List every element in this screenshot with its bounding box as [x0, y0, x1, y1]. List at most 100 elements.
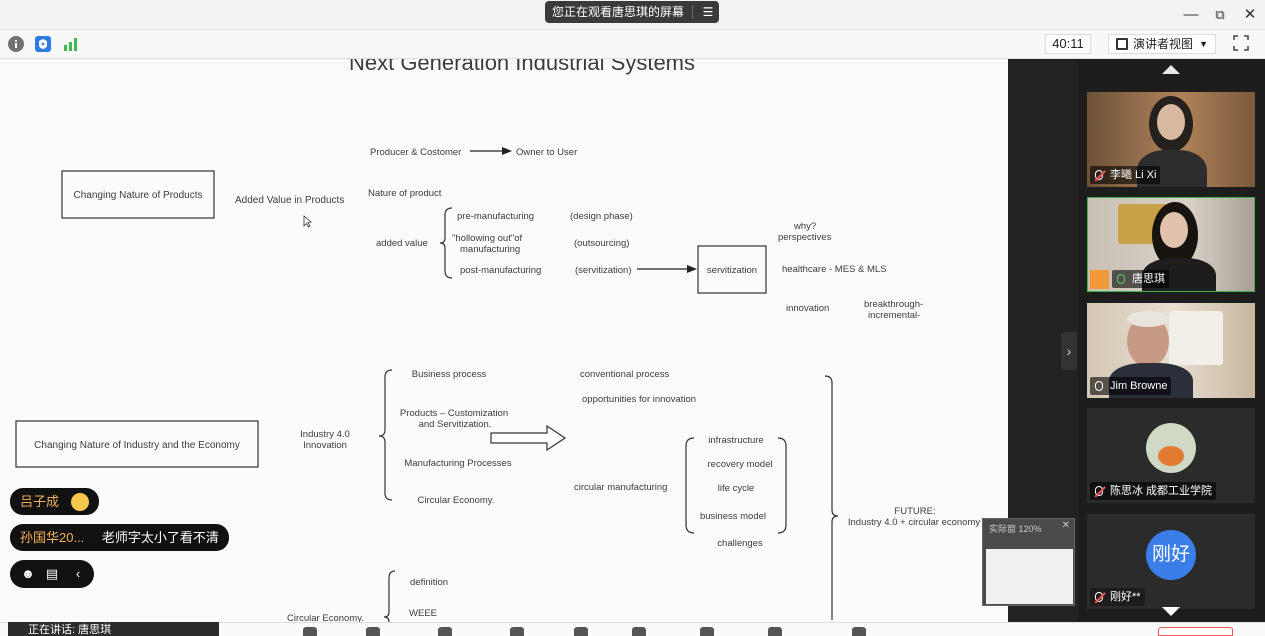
participant-name: 陈思冰 成都工业学院 [1110, 485, 1213, 497]
mic-icon [1095, 381, 1103, 391]
servitization-box [697, 245, 767, 294]
chevron-up-icon[interactable] [1162, 65, 1180, 74]
mic-icon [1117, 274, 1125, 284]
members-icon[interactable] [510, 627, 524, 636]
pre-manufacturing: pre-manufacturing [457, 211, 534, 222]
chat-icon[interactable] [632, 627, 646, 636]
mic-muted-icon [1095, 170, 1103, 180]
speaker-name: 正在讲话: 唐思琪 [28, 624, 112, 636]
bracket-right [777, 437, 787, 534]
participant-tile-3[interactable]: Jim Browne [1087, 303, 1255, 398]
brace-added-value [439, 207, 453, 279]
chevron-down-icon: ▼ [1199, 39, 1208, 49]
title-bar: 您正在观看唐思琪的屏幕 ☰ — ⧉ ✕ [0, 0, 1265, 30]
products-box [61, 170, 215, 219]
apps-icon[interactable] [700, 627, 714, 636]
face-shape [1157, 104, 1185, 140]
close-icon[interactable]: ✕ [1061, 520, 1070, 531]
screen-preview-window[interactable]: 实际窗 120% ✕ [982, 518, 1075, 606]
why: why? [793, 221, 816, 232]
incremental: incremental- [868, 310, 920, 321]
mic-muted-icon [1095, 592, 1103, 602]
opportunities: opportunities for innovation [582, 394, 696, 405]
producer-customer: Producer & Costomer [370, 147, 461, 158]
slide-title: Next Generation Industrial Systems [349, 59, 695, 75]
industry-box-label: Changing Nature of Industry and the Econ… [34, 440, 240, 451]
participant-name: Jim Browne [1110, 380, 1168, 392]
participant-tile-4[interactable]: 陈思冰 成都工业学院 [1087, 408, 1255, 503]
innovation2: Innovation [303, 440, 347, 451]
fullscreen-icon[interactable] [1233, 35, 1249, 51]
view-mode-dropdown[interactable]: 演讲者视图 ▼ [1108, 34, 1216, 54]
mic-icon[interactable] [303, 627, 317, 636]
participant-name: 李曦 Li Xi [1110, 169, 1157, 181]
challenges: challenges [717, 538, 763, 549]
brace-industry [378, 369, 393, 501]
share-screen-icon[interactable] [438, 627, 452, 636]
chat-message: 孙国华20... 老师字太小了看不清 [10, 524, 229, 551]
design-phase: (design phase) [570, 211, 633, 222]
camera-icon[interactable] [366, 627, 380, 636]
hollowing-out-line2: manufacturing [460, 244, 520, 255]
cursor-icon [303, 215, 312, 228]
participant-tile-1[interactable]: 李曦 Li Xi [1087, 92, 1255, 187]
participant-name-tag: Jim Browne [1090, 377, 1172, 395]
infrastructure: infrastructure [708, 435, 763, 446]
hollowing-out-line1: "hollowing out"of [452, 233, 522, 244]
chevron-right-icon[interactable]: › [1061, 332, 1077, 370]
future-line2: Industry 4.0 + circular economy [848, 517, 981, 528]
avatar-detail-shape [1158, 446, 1184, 466]
circular-economy: Circular Economy. [418, 495, 495, 506]
industry-box [15, 420, 259, 468]
chat-message: 吕子成 [10, 488, 99, 515]
added-value: added value [376, 238, 428, 249]
share-banner-text: 您正在观看唐思琪的屏幕 [552, 5, 685, 19]
share-banner[interactable]: 您正在观看唐思琪的屏幕 ☰ [545, 1, 720, 23]
manufacturing-processes: Manufacturing Processes [404, 458, 511, 469]
conventional-process: conventional process [580, 369, 669, 380]
servitization-paren: (servitization) [575, 265, 632, 276]
close-button[interactable]: ✕ [1243, 6, 1257, 23]
preview-title: 实际窗 120% [989, 524, 1042, 534]
innovation: innovation [786, 303, 829, 314]
speaker-view-icon [1116, 38, 1128, 50]
chevron-left-icon[interactable]: ‹ [75, 566, 81, 581]
record-icon[interactable] [574, 627, 588, 636]
chat-bubble-icon[interactable]: ▤ [45, 566, 59, 581]
products-custom-line2: and Servitization. [419, 419, 492, 430]
meeting-timer: 40:11 [1045, 34, 1091, 54]
participant-name-tag: 刚好** [1090, 588, 1145, 606]
recovery-model: recovery model [708, 459, 773, 470]
circular-manufacturing: circular manufacturing [574, 482, 667, 493]
speaking-indicator: 正在讲话: 唐思琪 [8, 622, 219, 636]
industry40: Industry 4.0 [300, 429, 350, 440]
leave-meeting-button[interactable] [1158, 627, 1233, 636]
added-value-products: Added Value in Products [235, 195, 344, 206]
future-line1: FUTURE: [894, 506, 935, 517]
info-icon[interactable] [8, 36, 24, 52]
minimize-button[interactable]: — [1183, 6, 1199, 23]
chat-user: 吕子成 [20, 494, 60, 509]
participant-name-tag: 唐思琪 [1112, 270, 1169, 288]
bracket-left [685, 437, 695, 534]
restore-button[interactable]: ⧉ [1215, 7, 1225, 22]
settings-icon[interactable] [768, 627, 782, 636]
emoji-icon[interactable]: ☻ [21, 566, 35, 581]
signal-icon[interactable] [63, 36, 79, 52]
healthcare: healthcare - MES & MLS [782, 264, 887, 275]
avatar: 刚好 [1146, 530, 1196, 580]
breakthrough: breakthrough- [864, 299, 923, 310]
view-mode-label: 演讲者视图 [1133, 37, 1194, 51]
chat-user: 孙国华20... [20, 530, 85, 545]
products-box-label: Changing Nature of Products [74, 190, 203, 201]
shield-icon[interactable] [35, 36, 51, 52]
picture-frame-shape [1169, 311, 1223, 365]
mic-muted-icon [1095, 486, 1103, 496]
circular-economy-2: Circular Economy. [287, 613, 364, 622]
definition: definition [410, 577, 448, 588]
participant-name: 刚好** [1110, 591, 1141, 603]
more-icon[interactable] [852, 627, 866, 636]
participant-tile-2[interactable]: 唐思琪 [1087, 197, 1255, 292]
menu-lines-icon[interactable]: ☰ [702, 5, 714, 19]
chevron-down-icon[interactable] [1162, 607, 1180, 616]
